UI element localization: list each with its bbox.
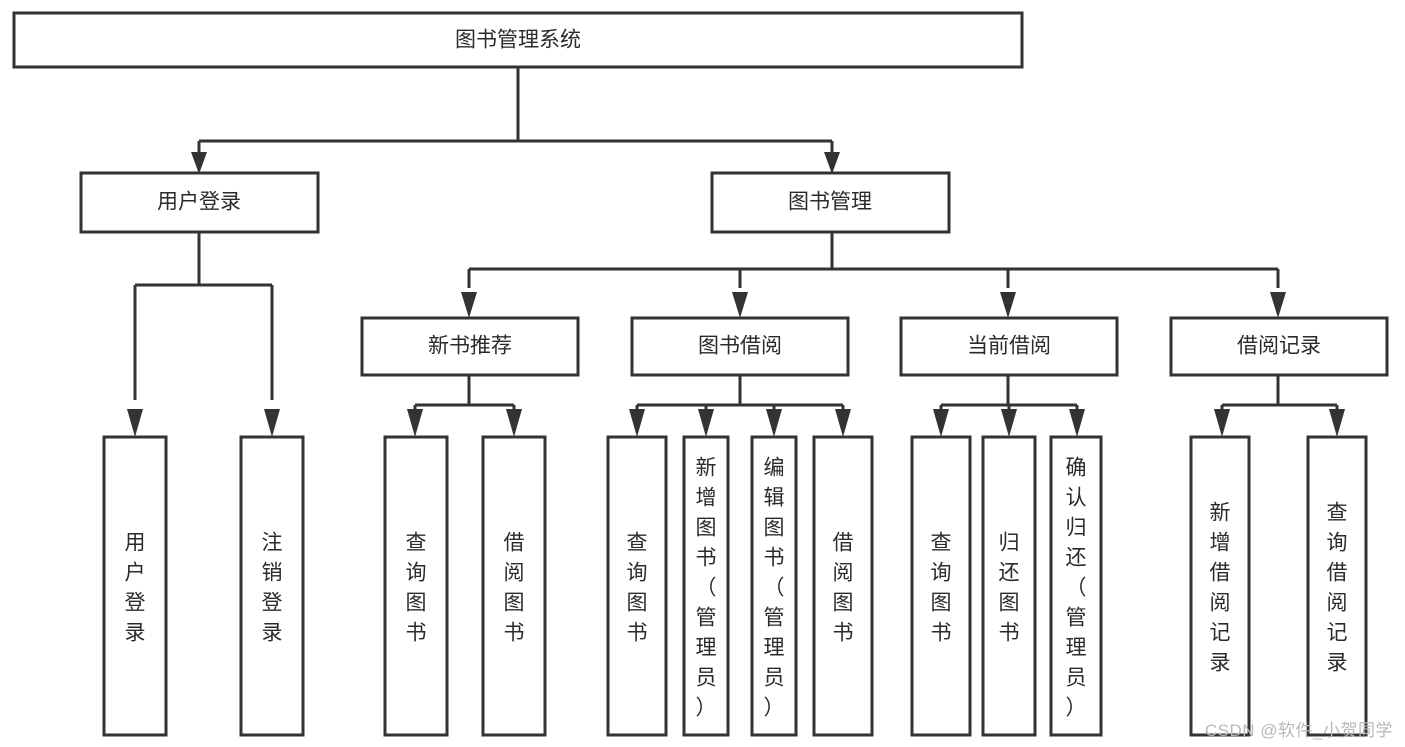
leaf-borrow-record-query-label: 查询借阅记录 [1327,501,1348,674]
node-root-box [12,11,1024,69]
leaf-borrow-record-query-box [1306,435,1368,737]
leaf-current-borrow-confirm-box [1049,435,1103,737]
leaf-current-borrow-return-box [981,435,1037,737]
leaf-book-borrow-edit-box [750,435,798,737]
leaf-new-book-query[interactable]: 查询图书 [383,435,449,737]
node-borrow-record[interactable]: 借阅记录 [1169,316,1389,377]
node-borrow-record-label: 借阅记录 [1237,335,1321,358]
leaf-user-login-logout[interactable]: 注销登录 [239,435,305,737]
leaf-book-borrow-add-box [682,435,730,737]
leaf-book-borrow-borrow-box [812,435,874,737]
node-user-login-box [79,171,320,234]
leaf-new-book-query-box [383,435,449,737]
arrow-head-leaf-user-login-2 [264,409,280,437]
node-borrow-record-box [1169,316,1389,377]
leaf-book-borrow-borrow[interactable]: 借阅图书 [812,435,874,737]
leaf-user-login-login[interactable]: 用户登录 [102,435,168,737]
leaf-book-borrow-edit[interactable]: 编辑图书（管理员） [750,435,798,737]
leaf-current-borrow-confirm-label: 确认归还（管理员） [1066,456,1087,719]
leaf-user-login-login-label: 用户登录 [125,531,146,644]
leaf-new-book-borrow[interactable]: 借阅图书 [481,435,547,737]
node-new-book-recommend-box [360,316,580,377]
leaf-borrow-record-query[interactable]: 查询借阅记录 [1306,435,1368,737]
arrow-head-leaf-current-borrow-2 [1001,409,1017,437]
leaf-current-borrow-query[interactable]: 查询图书 [910,435,972,737]
leaf-borrow-record-add-label: 新增借阅记录 [1210,501,1231,674]
node-user-login[interactable]: 用户登录 [79,171,320,234]
node-user-login-label: 用户登录 [157,191,241,214]
leaf-new-book-borrow-box [481,435,547,737]
node-book-borrow-label: 图书借阅 [698,335,782,358]
arrow-head-current-borrow [1000,292,1016,318]
arrow-head-leaf-book-borrow-2 [698,409,714,437]
node-root-system[interactable]: 图书管理系统 [12,11,1024,69]
node-book-borrow[interactable]: 图书借阅 [630,316,850,377]
leaf-current-borrow-query-label: 查询图书 [931,531,952,644]
connector-layer [127,67,1345,437]
arrow-head-leaf-new-book-1 [407,409,423,437]
arrow-head-leaf-book-borrow-4 [835,409,851,437]
node-book-manage[interactable]: 图书管理 [710,171,951,234]
leaf-current-borrow-return[interactable]: 归还图书 [981,435,1037,737]
arrow-head-leaf-current-borrow-1 [933,409,949,437]
arrow-head-book-manage [824,152,840,174]
leaf-new-book-query-label: 查询图书 [406,531,427,644]
arrow-head-book-borrow [732,292,748,318]
leaf-user-login-login-box [102,435,168,737]
leaf-borrow-record-add[interactable]: 新增借阅记录 [1189,435,1251,737]
arrow-head-leaf-new-book-2 [506,409,522,437]
arrow-head-leaf-current-borrow-3 [1069,409,1085,437]
leaf-current-borrow-return-label: 归还图书 [999,531,1020,644]
leaf-current-borrow-confirm[interactable]: 确认归还（管理员） [1049,435,1103,737]
arrow-head-leaf-book-borrow-3 [766,409,782,437]
leaf-book-borrow-query-label: 查询图书 [627,531,648,644]
arrow-head-new-book [461,292,477,318]
node-book-manage-box [710,171,951,234]
arrow-head-user-login [191,152,207,174]
leaf-current-borrow-query-box [910,435,972,737]
node-book-borrow-box [630,316,850,377]
arrow-head-leaf-borrow-record-2 [1329,409,1345,437]
node-current-borrow-box [899,316,1119,377]
leaf-new-book-borrow-label: 借阅图书 [504,531,525,644]
arrow-head-leaf-borrow-record-1 [1214,409,1230,437]
leaf-user-login-logout-label: 注销登录 [262,531,283,644]
arrow-head-leaf-book-borrow-1 [629,409,645,437]
leaf-borrow-record-add-box [1189,435,1251,737]
leaf-book-borrow-query[interactable]: 查询图书 [606,435,668,737]
arrow-head-borrow-record [1270,292,1286,318]
leaf-book-borrow-query-box [606,435,668,737]
node-new-book-recommend-label: 新书推荐 [428,335,512,358]
arrow-head-leaf-user-login-1 [127,409,143,437]
leaf-book-borrow-add[interactable]: 新增图书（管理员） [682,435,730,737]
node-root-label: 图书管理系统 [455,29,581,52]
leaf-book-borrow-add-label: 新增图书（管理员） [696,456,717,719]
node-new-book-recommend[interactable]: 新书推荐 [360,316,580,377]
node-current-borrow-label: 当前借阅 [967,335,1051,358]
leaf-book-borrow-edit-label: 编辑图书（管理员） [764,456,785,719]
node-book-manage-label: 图书管理 [788,191,872,214]
leaf-user-login-logout-box [239,435,305,737]
node-current-borrow[interactable]: 当前借阅 [899,316,1119,377]
leaf-book-borrow-borrow-label: 借阅图书 [833,531,854,644]
